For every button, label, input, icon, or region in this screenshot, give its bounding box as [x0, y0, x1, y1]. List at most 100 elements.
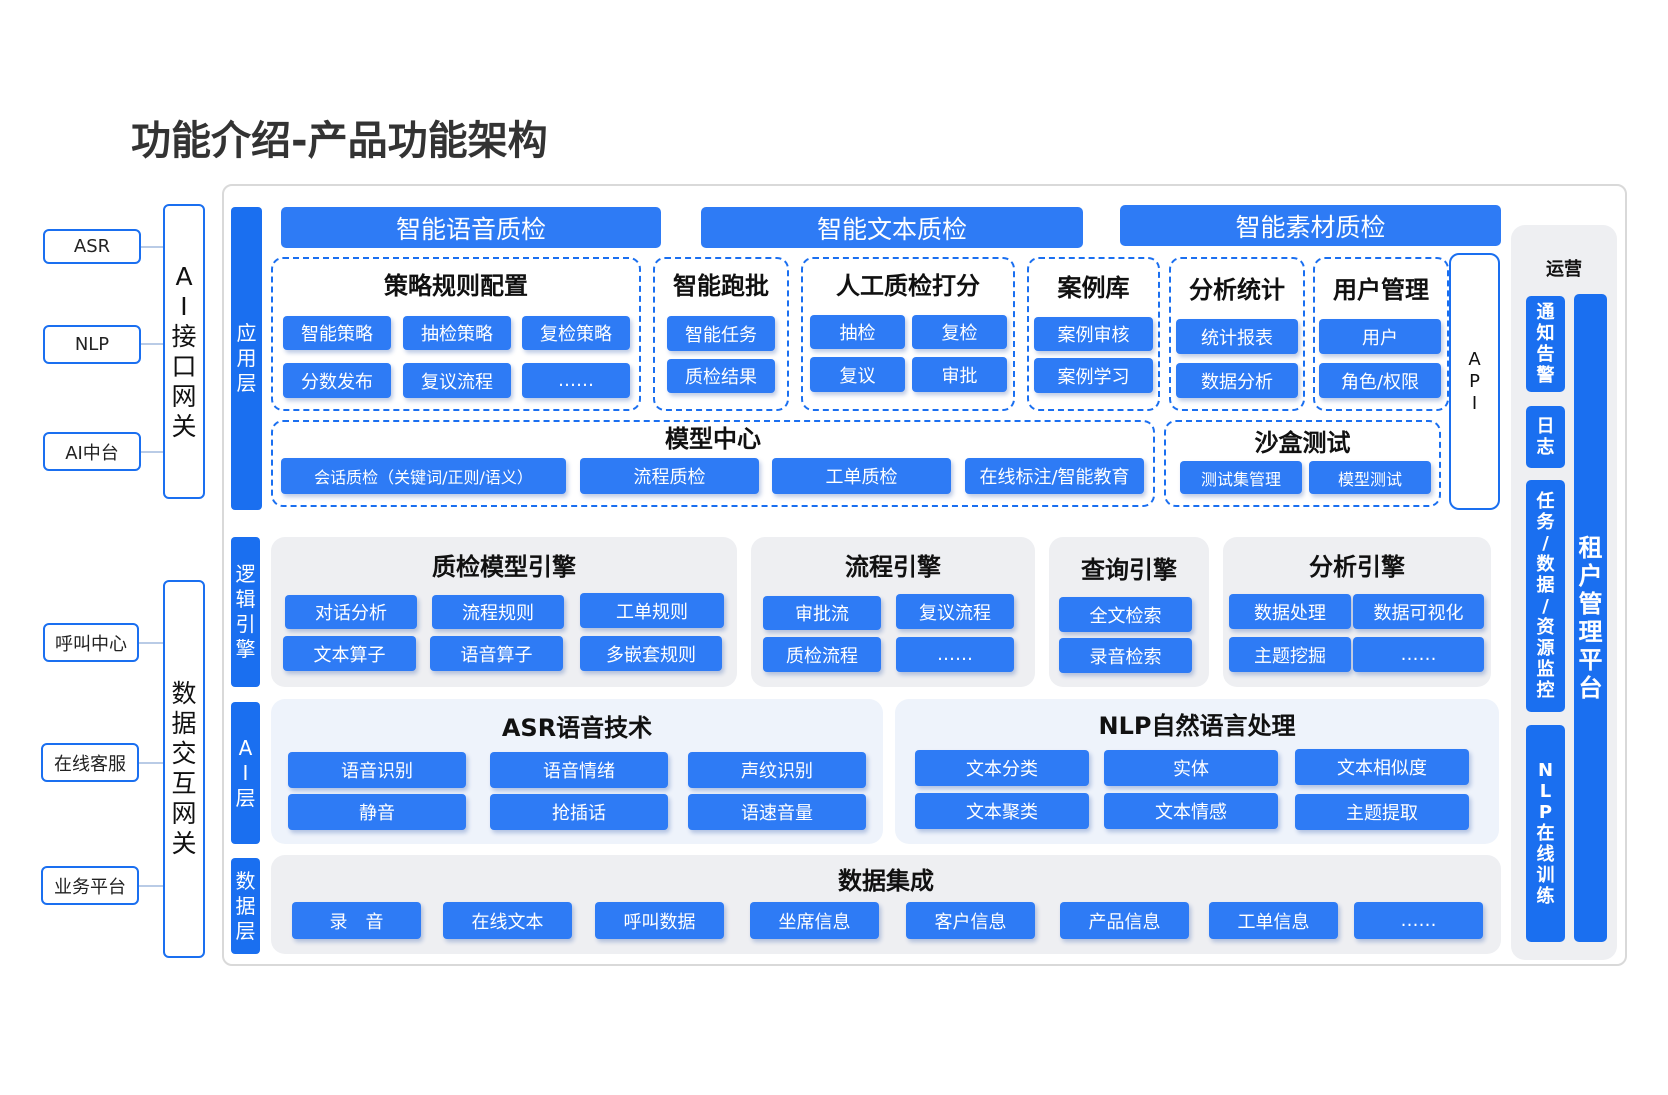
chip-process-qc: 流程质检 [580, 458, 759, 494]
chip-annotation-education: 在线标注/智能教育 [965, 458, 1144, 494]
chip-interruption: 抢插话 [490, 794, 668, 830]
page-title: 功能介绍-产品功能架构 [131, 118, 548, 164]
chip-more: …… [1353, 637, 1484, 672]
chip-topic-extraction: 主题提取 [1295, 794, 1469, 830]
chip-recording: 录 音 [292, 902, 421, 939]
group-manual-scoring-title: 人工质检打分 [836, 271, 980, 300]
chip-recheck: 复检 [912, 315, 1007, 349]
chip-role-permission: 角色/权限 [1319, 363, 1441, 398]
group-user-management-title: 用户管理 [1333, 275, 1429, 304]
group-smart-batch-title: 智能跑批 [673, 271, 769, 300]
banner-voice-qc: 智能语音质检 [281, 207, 661, 248]
chip-user: 用户 [1319, 319, 1441, 354]
chip-score-publish: 分数发布 [283, 363, 391, 398]
tenant-management-platform-label: 租户管理平台 [1578, 534, 1603, 702]
chip-recording-search: 录音检索 [1059, 638, 1192, 673]
group-data-integration-title: 数据集成 [838, 866, 934, 895]
chip-nested-rules: 多嵌套规则 [580, 636, 722, 671]
chip-text-classification: 文本分类 [915, 750, 1089, 786]
chip-ticket-info: 工单信息 [1209, 902, 1338, 939]
chip-voiceprint: 声纹识别 [688, 752, 866, 788]
chip-review-process: 复议流程 [403, 363, 511, 398]
chip-data-visualization: 数据可视化 [1353, 594, 1484, 629]
chip-fulltext-search: 全文检索 [1059, 597, 1192, 632]
chip-sampling-strategy: 抽检策略 [403, 316, 511, 350]
tenant-management-platform: 租户管理平台 [1574, 294, 1607, 942]
chip-text-clustering: 文本聚类 [915, 793, 1089, 829]
layer-label-data-text: 数据层 [235, 868, 256, 943]
chip-voice-operator: 语音算子 [430, 636, 563, 671]
group-case-library-title: 案例库 [1057, 273, 1130, 302]
group-analysis-engine-title: 分析引擎 [1309, 552, 1405, 581]
chip-more: …… [522, 363, 630, 398]
chip-stat-report: 统计报表 [1176, 319, 1298, 354]
chip-session-qc: 会话质检（关键词/正则/语义） [281, 458, 566, 494]
chip-qc-result: 质检结果 [667, 359, 775, 393]
ops-title: 运营 [1546, 259, 1582, 280]
chip-product-info: 产品信息 [1060, 902, 1189, 939]
ops-notification-alert-label: 通知告警 [1536, 302, 1555, 386]
call-center-input-box: 呼叫中心 [43, 623, 139, 662]
chip-case-learning: 案例学习 [1034, 358, 1153, 393]
chip-data-analysis: 数据分析 [1176, 363, 1298, 398]
online-service-input-box: 在线客服 [41, 743, 139, 782]
group-nlp-processing-title: NLP自然语言处理 [1098, 711, 1296, 740]
connector-line [141, 246, 163, 248]
layer-label-app-text: 应用层 [236, 321, 257, 395]
chip-agent-info: 坐席信息 [750, 902, 879, 939]
chip-recheck-strategy: 复检策略 [522, 316, 630, 350]
chip-silence: 静音 [288, 794, 466, 830]
data-interaction-gateway-label: 数据交互网关 [171, 679, 197, 858]
chip-review-flow: 复议流程 [896, 594, 1014, 629]
layer-label-logic: 逻辑引擎 [231, 537, 260, 687]
connector-line [141, 343, 163, 345]
connector-line [139, 762, 163, 764]
data-interaction-gateway: 数据交互网关 [163, 580, 205, 958]
asr-input-box: ASR [43, 229, 141, 264]
layer-label-data: 数据层 [231, 858, 260, 954]
chip-model-test: 模型测试 [1309, 461, 1431, 494]
chip-qc-flow: 质检流程 [763, 637, 881, 672]
chip-smart-strategy: 智能策略 [283, 316, 391, 350]
group-query-engine-title: 查询引擎 [1081, 555, 1177, 584]
ops-log: 日志 [1526, 406, 1565, 468]
ops-notification-alert: 通知告警 [1526, 296, 1565, 392]
layer-label-app: 应用层 [231, 207, 262, 510]
chip-topic-mining: 主题挖掘 [1229, 637, 1351, 672]
chip-call-data: 呼叫数据 [595, 902, 724, 939]
chip-online-text: 在线文本 [443, 902, 572, 939]
chip-process-rules: 流程规则 [432, 595, 564, 629]
chip-case-review: 案例审核 [1034, 317, 1153, 351]
chip-appeal: 复议 [810, 357, 905, 392]
banner-material-qc: 智能素材质检 [1120, 205, 1501, 246]
connector-line [139, 642, 163, 644]
chip-test-set-management: 测试集管理 [1180, 461, 1302, 494]
chip-ticket-qc: 工单质检 [772, 458, 951, 494]
group-analysis-stats-title: 分析统计 [1189, 275, 1285, 304]
group-qc-model-engine-title: 质检模型引擎 [432, 552, 576, 581]
chip-speech-rate-volume: 语速音量 [688, 794, 866, 830]
business-platform-input-box: 业务平台 [41, 866, 139, 905]
chip-more: …… [896, 637, 1014, 672]
chip-sample-check: 抽检 [810, 315, 905, 349]
group-process-engine-title: 流程引擎 [845, 552, 941, 581]
chip-smart-task: 智能任务 [667, 316, 775, 351]
chip-approval: 审批 [912, 357, 1007, 392]
layer-label-logic-text: 逻辑引擎 [235, 562, 256, 661]
chip-entity: 实体 [1104, 750, 1278, 786]
ai-platform-input-box: AI中台 [43, 432, 141, 471]
chip-more: …… [1354, 902, 1483, 939]
ops-task-monitoring-label: 任务/数据/资源监控 [1536, 491, 1555, 701]
group-sandbox-testing-title: 沙盒测试 [1254, 428, 1351, 457]
chip-text-sentiment: 文本情感 [1104, 793, 1278, 829]
chip-ticket-rules: 工单规则 [580, 593, 724, 628]
chip-text-operator: 文本算子 [283, 636, 416, 671]
chip-speech-emotion: 语音情绪 [490, 752, 668, 788]
